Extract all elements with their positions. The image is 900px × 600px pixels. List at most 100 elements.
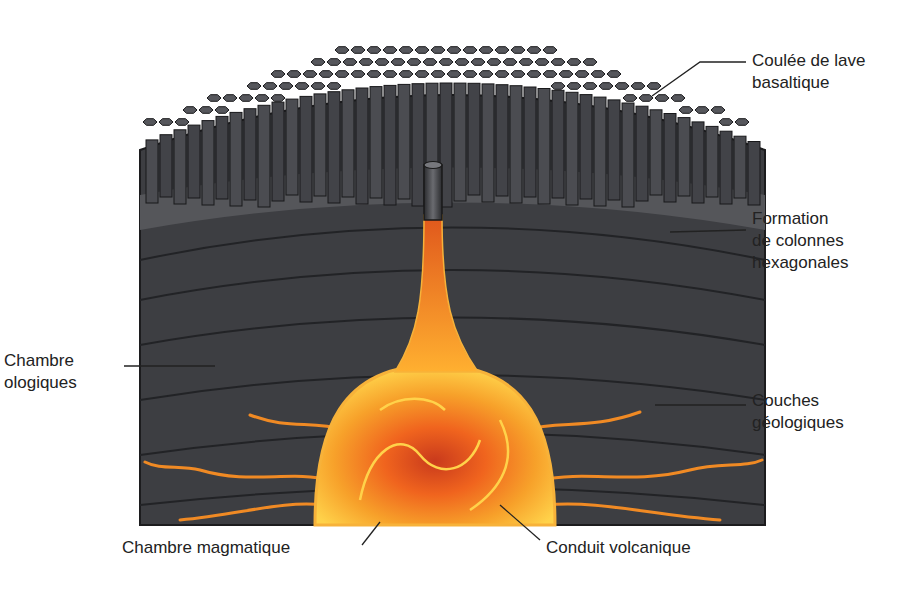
column-top: [463, 47, 477, 54]
basalt-column: [454, 83, 466, 201]
column-top: [239, 95, 253, 102]
column-top: [679, 107, 693, 114]
callout-label: Couches géologiques: [752, 390, 848, 434]
column-top: [567, 59, 581, 66]
column-top: [575, 71, 589, 78]
lava-conduit-flow: [395, 215, 478, 372]
column-top: [295, 83, 309, 90]
column-top: [351, 47, 365, 54]
column-top: [335, 71, 349, 78]
column-top: [431, 47, 445, 54]
column-top: [599, 83, 613, 90]
column-top: [407, 59, 421, 66]
column-top: [423, 59, 437, 66]
column-top: [511, 71, 525, 78]
basalt-column: [636, 106, 648, 201]
basalt-column: [664, 114, 676, 203]
column-top: [143, 119, 157, 126]
column-top: [479, 71, 493, 78]
column-top: [695, 107, 709, 114]
basalt-column: [370, 87, 382, 198]
column-top: [719, 119, 733, 126]
column-top: [511, 47, 525, 54]
basalt-column: [202, 121, 214, 205]
basalt-column: [594, 97, 606, 206]
callout-label: Conduit volcanique: [546, 537, 691, 559]
column-top: [343, 59, 357, 66]
column-top: [175, 119, 189, 126]
callout-label: Chambre ologiques: [4, 350, 77, 394]
column-top: [551, 59, 565, 66]
column-top: [495, 47, 509, 54]
column-top: [711, 107, 725, 114]
magma-swirls: [360, 399, 508, 510]
basalt-column: [692, 122, 704, 203]
basalt-column: [468, 83, 480, 195]
leader-lines: [124, 62, 746, 545]
column-top: [479, 47, 493, 54]
column-top: [327, 83, 341, 90]
basalt-column: [678, 118, 690, 196]
basalt-column: [328, 92, 340, 203]
column-top: [359, 59, 373, 66]
column-top: [471, 59, 485, 66]
basalt-column: [174, 130, 186, 204]
column-top: [487, 59, 501, 66]
magma-chamber: [315, 365, 555, 525]
column-top: [223, 95, 237, 102]
basalt-column: [580, 95, 592, 199]
basalt-column: [706, 126, 718, 197]
column-top: [447, 71, 461, 78]
column-top: [735, 119, 749, 126]
basalt-column: [622, 103, 634, 207]
column-top: [455, 59, 469, 66]
column-top: [543, 47, 557, 54]
column-top: [647, 83, 661, 90]
callout-label: Chambre magmatique: [122, 537, 290, 559]
column-top: [671, 95, 685, 102]
basalt-column: [230, 112, 242, 206]
basalt-column: [300, 96, 312, 202]
column-top: [319, 71, 333, 78]
column-top: [279, 83, 293, 90]
column-top: [367, 47, 381, 54]
basalt-column: [538, 89, 550, 205]
callout-label: Coulée de lave basaltique: [752, 50, 874, 94]
column-top: [431, 71, 445, 78]
basalt-column: [734, 136, 746, 198]
column-top: [415, 71, 429, 78]
column-top: [583, 83, 597, 90]
column-top: [247, 83, 261, 90]
basalt-column: [244, 109, 256, 200]
column-top: [311, 59, 325, 66]
basalt-column: [216, 116, 228, 199]
basalt-column: [566, 92, 578, 205]
basalt-column: [356, 88, 368, 204]
basalt-column: [552, 90, 564, 198]
basalt-column: [272, 102, 284, 201]
basalt-column: [720, 131, 732, 204]
column-top: [271, 71, 285, 78]
column-top: [287, 71, 301, 78]
basalt-column: [286, 99, 298, 195]
basalt-column: [342, 90, 354, 197]
column-top: [263, 83, 277, 90]
column-top: [207, 95, 221, 102]
basalt-column: [748, 142, 760, 206]
basalt-column: [160, 135, 172, 197]
column-top: [551, 83, 565, 90]
column-top: [439, 59, 453, 66]
basalt-column: [398, 84, 410, 199]
column-top: [447, 47, 461, 54]
column-top: [655, 95, 669, 102]
column-top: [255, 95, 269, 102]
conduit-top: [424, 162, 442, 169]
column-top: [391, 59, 405, 66]
column-top: [559, 71, 573, 78]
basalt-column: [608, 100, 620, 200]
column-top: [375, 59, 389, 66]
basalt-column: [384, 85, 396, 205]
column-top: [527, 71, 541, 78]
column-top: [535, 59, 549, 66]
column-top: [351, 71, 365, 78]
